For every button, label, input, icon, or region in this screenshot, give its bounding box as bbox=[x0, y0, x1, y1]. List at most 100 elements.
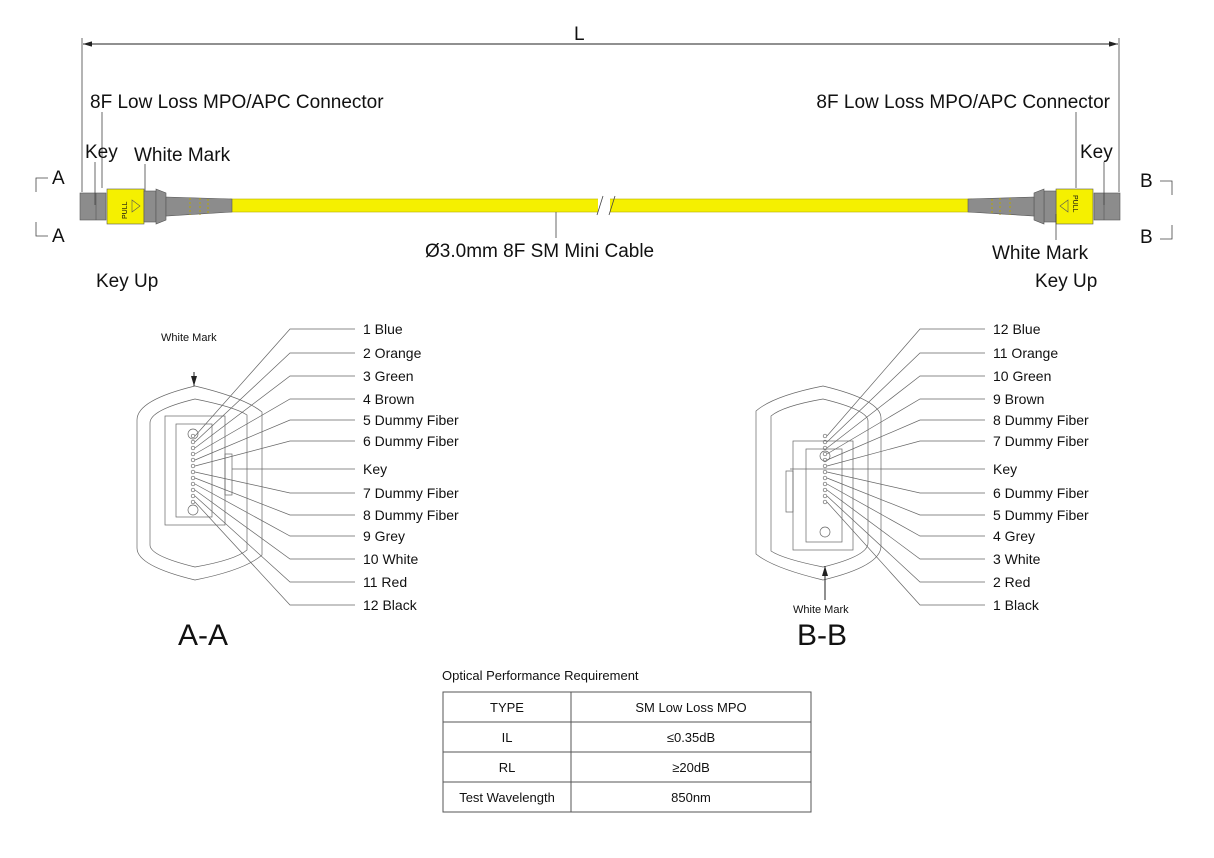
left-connector: PULL 8F Low Loss MPO/APC Connector Key W… bbox=[35, 92, 384, 292]
fiber-leader-line bbox=[194, 471, 355, 494]
fiber-label: 3 White bbox=[993, 551, 1041, 567]
fiber-dot bbox=[190, 457, 196, 463]
fiber-leader-line bbox=[194, 440, 355, 467]
fiber-leader-line bbox=[194, 375, 355, 449]
fiber-label: 6 Dummy Fiber bbox=[993, 485, 1089, 501]
fiber-leader-line bbox=[194, 495, 355, 583]
fiber-leader-line bbox=[826, 328, 985, 437]
left-white-mark-label: White Mark bbox=[134, 145, 231, 166]
fiber-label: 12 Black bbox=[363, 597, 418, 613]
fiber-dot bbox=[190, 487, 196, 493]
fiber-dot bbox=[190, 445, 196, 451]
performance-title: Optical Performance Requirement bbox=[442, 668, 639, 683]
fiber-leader-line bbox=[194, 419, 355, 461]
fiber-leader-line bbox=[826, 419, 985, 461]
section-bb-white-mark: White Mark bbox=[793, 604, 849, 616]
left-key-label: Key bbox=[85, 142, 118, 163]
fiber-dot bbox=[822, 475, 828, 481]
section-b-b: White Mark B-B 12 Blue 11 Orange 10 Green 9… bbox=[755, 321, 1089, 652]
fiber-leader-line bbox=[194, 483, 355, 537]
fiber-leader-line bbox=[194, 398, 355, 455]
right-key-up-label: Key Up bbox=[1035, 271, 1097, 292]
fiber-label: 7 Dummy Fiber bbox=[993, 433, 1089, 449]
left-connector-label: 8F Low Loss MPO/APC Connector bbox=[90, 92, 384, 113]
fiber-label: 3 Green bbox=[363, 368, 414, 384]
table-cell-value: SM Low Loss MPO bbox=[635, 700, 746, 715]
right-key-label: Key bbox=[1080, 142, 1113, 163]
fiber-dot bbox=[190, 433, 196, 439]
fiber-leader-line bbox=[826, 501, 985, 606]
table-cell-param: IL bbox=[502, 730, 513, 745]
fiber-leader-line bbox=[826, 489, 985, 560]
fiber-leader-line bbox=[194, 352, 355, 443]
fiber-leader-line bbox=[194, 489, 355, 560]
table-cell-param: Test Wavelength bbox=[459, 790, 555, 805]
key-label: Key bbox=[363, 461, 387, 477]
fiber-dot bbox=[822, 445, 828, 451]
fiber-label: 8 Dummy Fiber bbox=[993, 412, 1089, 428]
right-white-mark-label: White Mark bbox=[992, 243, 1089, 264]
fiber-label: 9 Grey bbox=[363, 528, 405, 544]
fiber-label: 12 Blue bbox=[993, 321, 1041, 337]
fiber-label: 8 Dummy Fiber bbox=[363, 507, 459, 523]
fiber-leader-line bbox=[826, 375, 985, 449]
fiber-leader-line bbox=[826, 495, 985, 583]
fiber-label: 10 White bbox=[363, 551, 418, 567]
fiber-dot bbox=[190, 499, 196, 505]
right-pull-text: PULL bbox=[1071, 195, 1078, 213]
fiber-dot bbox=[190, 463, 196, 469]
fiber-dot bbox=[190, 439, 196, 445]
fiber-label: 4 Brown bbox=[363, 391, 414, 407]
fiber-label: 6 Dummy Fiber bbox=[363, 433, 459, 449]
table-cell-value: 850nm bbox=[671, 790, 711, 805]
fiber-dot bbox=[190, 493, 196, 499]
fiber-leader-line bbox=[826, 398, 985, 455]
table-cell-value: ≤0.35dB bbox=[667, 730, 715, 745]
fiber-dot bbox=[822, 487, 828, 493]
section-b-marker-bottom: B bbox=[1140, 227, 1153, 248]
fiber-leader-line bbox=[194, 477, 355, 516]
cable: Ø3.0mm 8F SM Mini Cable bbox=[229, 195, 973, 262]
section-a-marker-top: A bbox=[52, 168, 65, 189]
fiber-label: 11 Orange bbox=[993, 345, 1058, 361]
fiber-dot bbox=[190, 481, 196, 487]
key-label: Key bbox=[993, 461, 1017, 477]
section-aa-white-mark: White Mark bbox=[161, 332, 217, 344]
fiber-dot bbox=[190, 475, 196, 481]
fiber-leader-line bbox=[826, 483, 985, 537]
table-cell-value: ≥20dB bbox=[672, 760, 710, 775]
fiber-label: 5 Dummy Fiber bbox=[993, 507, 1089, 523]
left-pull-text: PULL bbox=[122, 201, 129, 219]
left-key-up-label: Key Up bbox=[96, 271, 158, 292]
fiber-dot bbox=[190, 451, 196, 457]
table-cell-param: TYPE bbox=[490, 700, 524, 715]
fiber-label: 4 Grey bbox=[993, 528, 1035, 544]
right-connector: PULL 8F Low Loss MPO/APC Connector Key W… bbox=[816, 92, 1173, 292]
fiber-dot bbox=[822, 469, 828, 475]
fiber-dot bbox=[822, 451, 828, 457]
cable-label: Ø3.0mm 8F SM Mini Cable bbox=[425, 241, 654, 262]
fiber-dot bbox=[822, 499, 828, 505]
section-a-marker-bottom: A bbox=[52, 226, 65, 247]
section-bb-title: B-B bbox=[797, 619, 847, 652]
fiber-dot bbox=[822, 433, 828, 439]
fiber-leader-line bbox=[826, 352, 985, 443]
fiber-dot bbox=[822, 463, 828, 469]
fiber-dot bbox=[190, 469, 196, 475]
fiber-dot bbox=[822, 457, 828, 463]
fiber-label: 2 Orange bbox=[363, 345, 422, 361]
table-cell-param: RL bbox=[499, 760, 516, 775]
performance-table: Optical Performance Requirement TYPE SM L… bbox=[442, 668, 812, 813]
fiber-label: 10 Green bbox=[993, 368, 1051, 384]
fiber-dot bbox=[822, 481, 828, 487]
right-connector-label: 8F Low Loss MPO/APC Connector bbox=[816, 92, 1110, 113]
length-dimension: L bbox=[81, 24, 1120, 192]
section-b-marker-top: B bbox=[1140, 171, 1153, 192]
fiber-label: 2 Red bbox=[993, 574, 1030, 590]
fiber-label: 9 Brown bbox=[993, 391, 1044, 407]
fiber-leader-line bbox=[194, 328, 355, 437]
fiber-leader-line bbox=[826, 471, 985, 494]
fiber-label: 7 Dummy Fiber bbox=[363, 485, 459, 501]
